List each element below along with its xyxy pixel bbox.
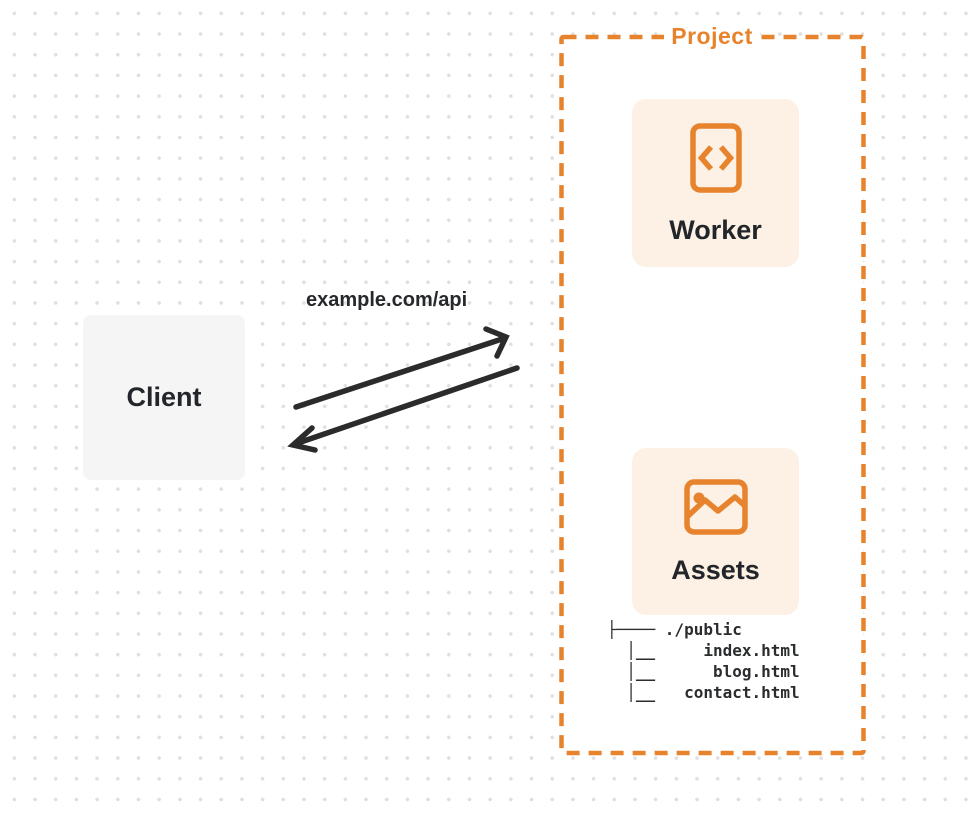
assets-node: Assets	[632, 448, 799, 615]
project-group: Project	[561, 22, 863, 50]
file-tree: ├──── ./public │__ index.html │__ blog.h…	[607, 620, 800, 702]
code-document-icon	[689, 122, 742, 193]
assets-label: Assets	[671, 555, 760, 585]
arrow-client-to-project	[293, 326, 510, 410]
client-node: Client	[83, 315, 245, 480]
project-label: Project	[664, 22, 760, 50]
worker-label: Worker	[669, 214, 762, 245]
worker-node: Worker	[632, 99, 799, 267]
image-icon	[683, 479, 748, 535]
request-url-label: example.com/api	[306, 289, 468, 311]
client-label: Client	[126, 382, 202, 412]
arrow-project-to-client	[287, 365, 520, 453]
